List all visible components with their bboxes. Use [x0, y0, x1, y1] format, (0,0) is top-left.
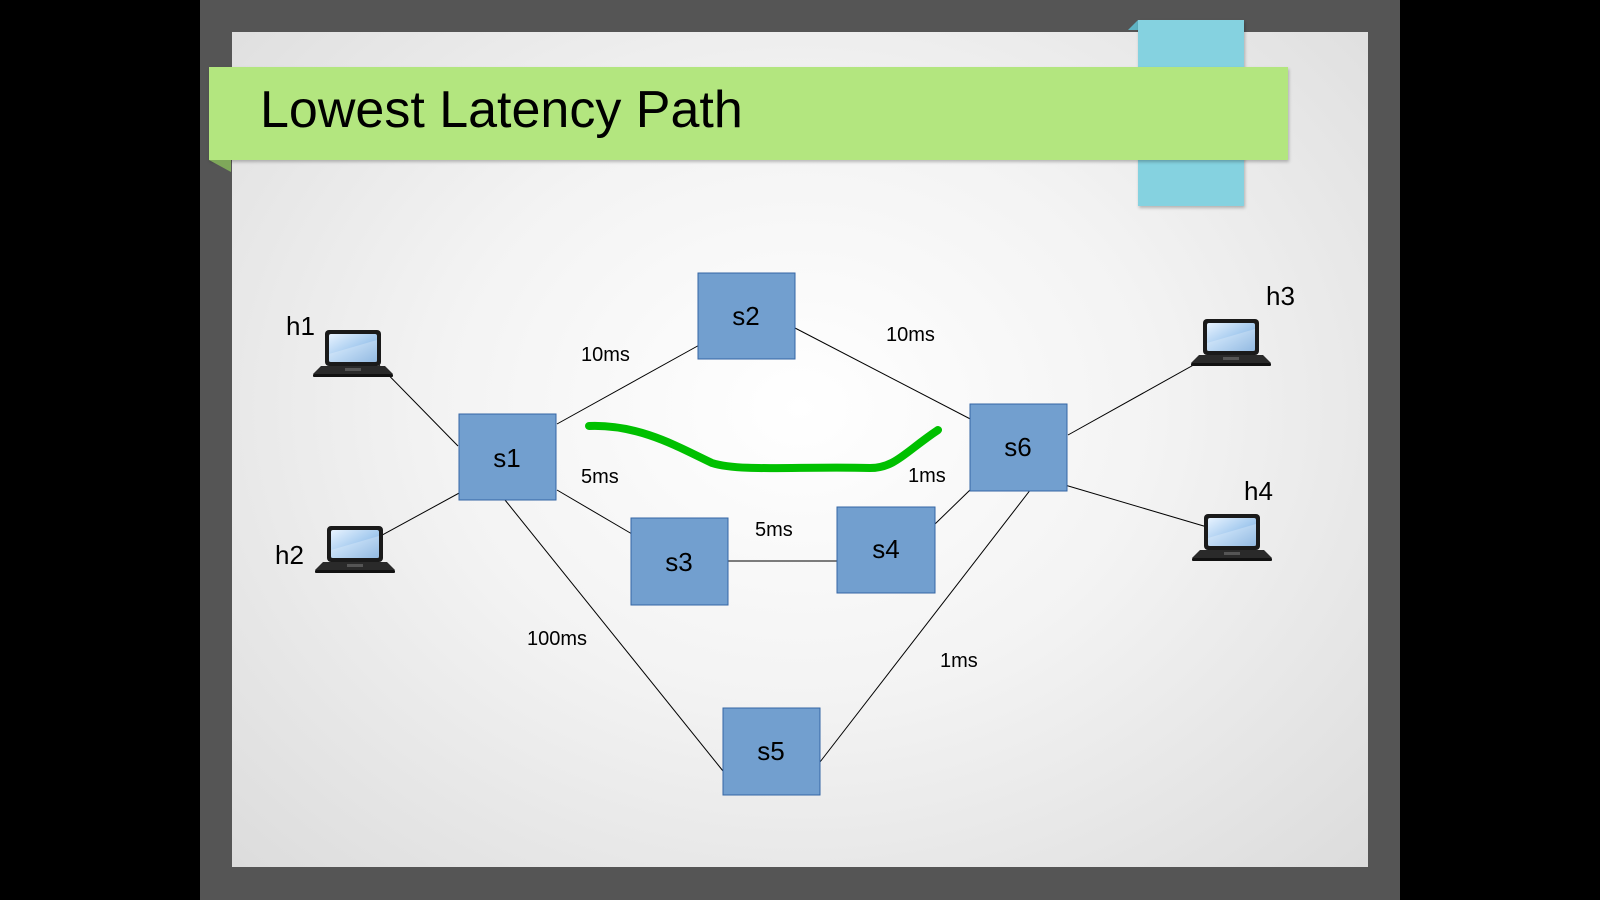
- switch-s4: s4: [836, 506, 936, 594]
- title-banner-fold: [209, 160, 231, 172]
- laptop-icon: [1192, 514, 1272, 561]
- switch-s2: s2: [697, 272, 796, 360]
- switch-s6-label: s6: [1004, 432, 1031, 462]
- link-s1-s5-label: 100ms: [527, 628, 587, 650]
- switch-s2-label: s2: [732, 301, 759, 331]
- title-banner: [209, 67, 1288, 160]
- switch-s1: s1: [458, 413, 557, 501]
- link-s3-s4-label: 5ms: [755, 519, 793, 541]
- laptop-icon: [1191, 319, 1271, 366]
- link-s1-s2: [556, 337, 713, 425]
- switch-s4-label: s4: [872, 534, 899, 564]
- host-h1-label: h1: [286, 311, 315, 341]
- link-s5-s6: [819, 479, 1039, 763]
- host-h1: h1: [286, 311, 393, 377]
- link-s1-s3: [556, 489, 633, 535]
- switch-s3: s3: [630, 517, 729, 606]
- laptop-icon: [315, 526, 395, 573]
- slide-title: Lowest Latency Path: [260, 81, 743, 139]
- switch-s3-label: s3: [665, 547, 692, 577]
- host-h2-label: h2: [275, 540, 304, 570]
- link-s5-s6-label: 1ms: [940, 650, 978, 672]
- link-s6-h4: [1047, 479, 1225, 533]
- link-s4-s6-label: 1ms: [908, 465, 946, 487]
- switch-s5-label: s5: [757, 736, 784, 766]
- host-h4-label: h4: [1244, 476, 1273, 506]
- host-h3-label: h3: [1266, 281, 1295, 311]
- switch-s1-label: s1: [493, 443, 520, 473]
- switch-s6: s6: [969, 403, 1068, 492]
- link-s2-s6-label: 10ms: [886, 324, 935, 346]
- link-s1-s3-label: 5ms: [581, 466, 619, 488]
- host-h2: h2: [275, 526, 395, 573]
- lowest-latency-path-highlight: [585, 421, 942, 473]
- laptop-icon: [313, 330, 393, 377]
- link-s1-s2-label: 10ms: [581, 344, 630, 366]
- switch-s5: s5: [722, 707, 821, 796]
- accent-tab-fold: [1128, 20, 1138, 30]
- host-h3: h3: [1191, 281, 1295, 366]
- link-s1-s5: [504, 499, 724, 772]
- host-h4: h4: [1192, 476, 1273, 561]
- link-s4-s6: [934, 489, 971, 525]
